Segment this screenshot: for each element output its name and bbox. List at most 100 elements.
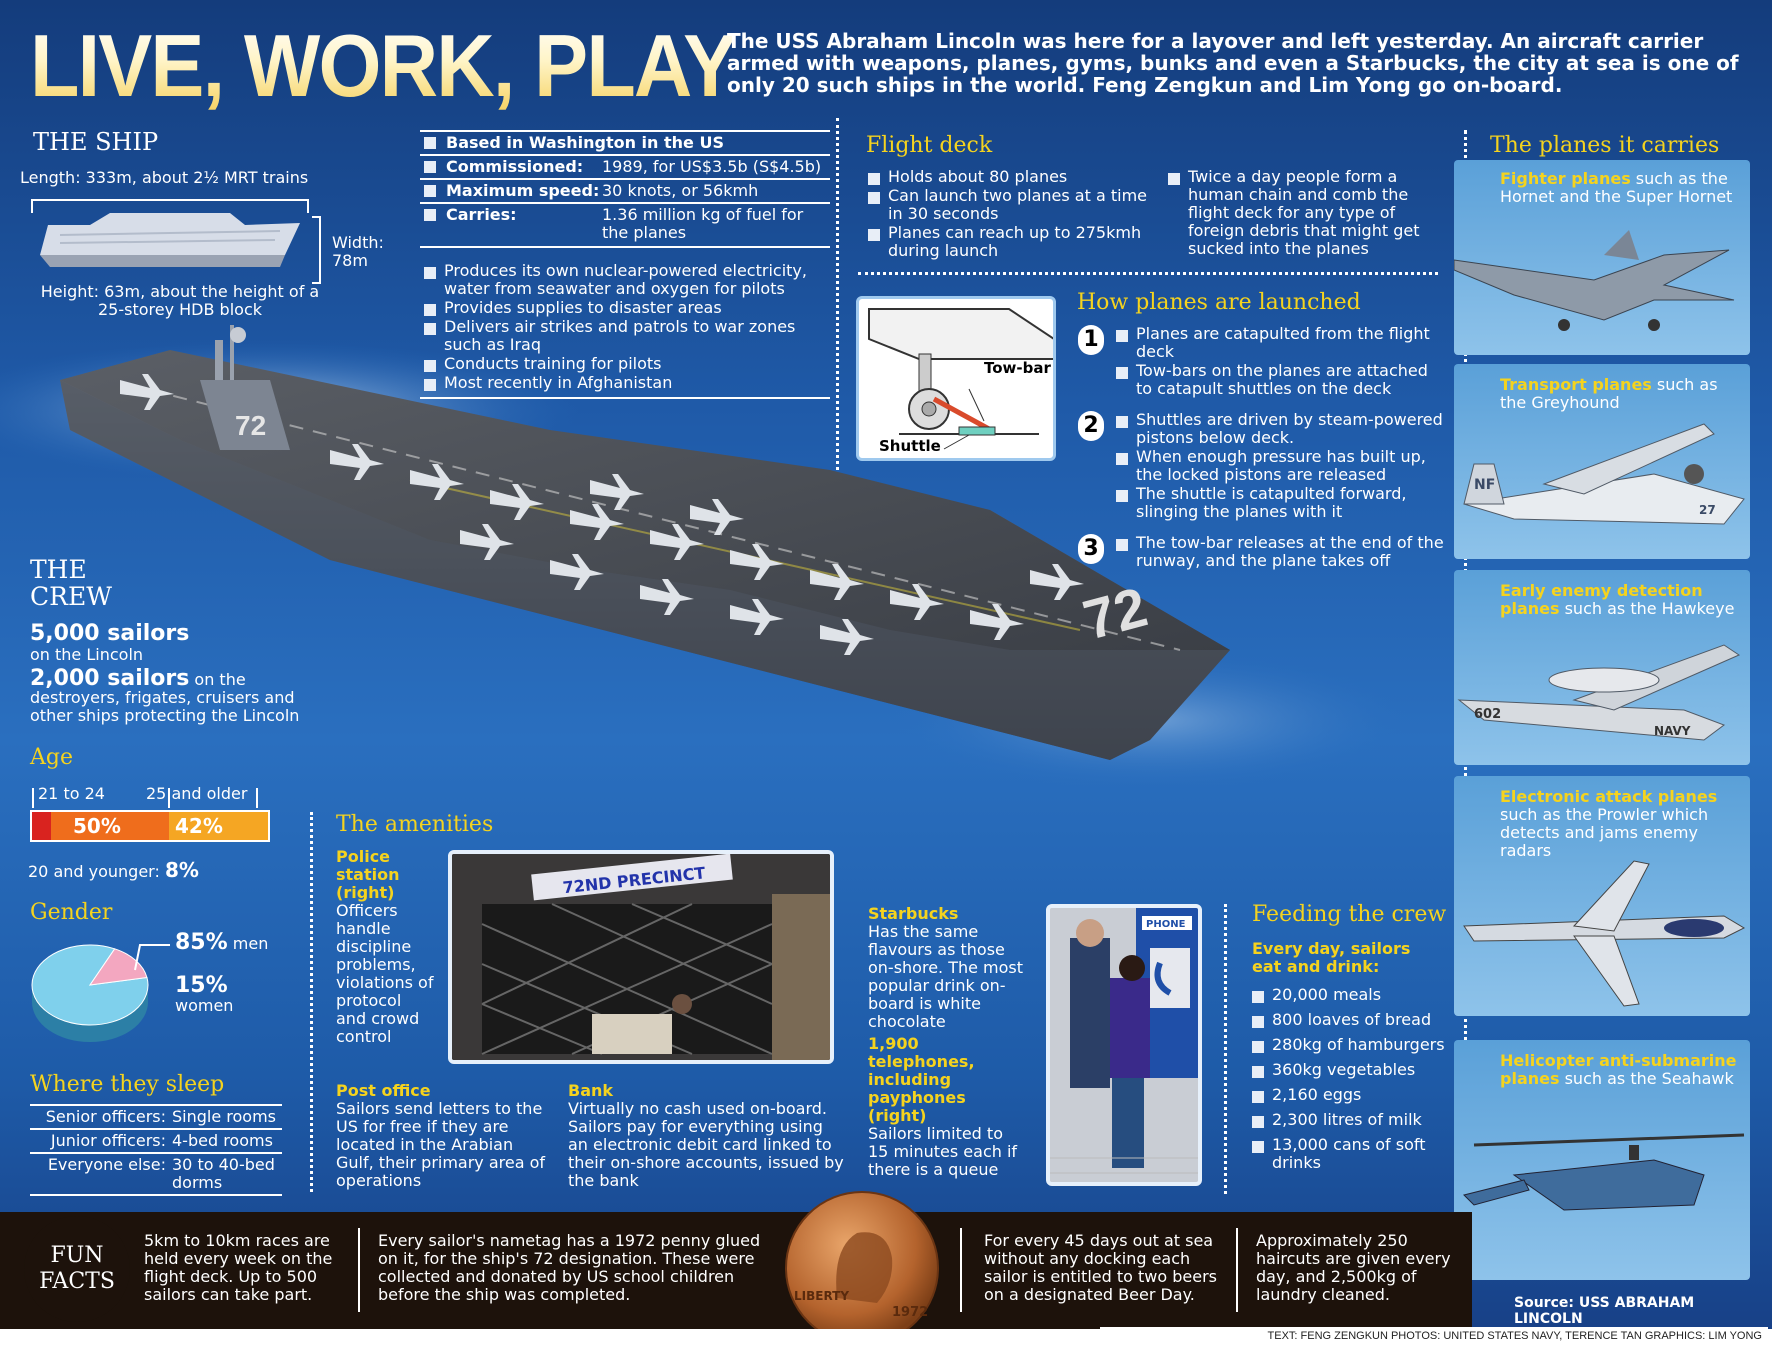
amenities-heading: The amenities: [336, 812, 494, 837]
aircraft-carrier-photo: 72 72: [60, 325, 1230, 760]
post-office-block: Post office Sailors send letters to the …: [336, 1082, 551, 1190]
flight-deck-heading: Flight deck: [866, 133, 993, 158]
capability-item: Produces its own nuclear-powered electri…: [424, 262, 830, 298]
starbucks-block: Starbucks Has the same flavours as those…: [868, 905, 1028, 1179]
pie-slice-women: [88, 948, 148, 986]
ship-width: Width: 78m: [332, 233, 384, 270]
gender-pie-chart: [31, 944, 149, 1042]
age-young-label: 20 and younger: 8%: [28, 858, 199, 882]
sleep-row: Senior officers:Single rooms: [30, 1105, 282, 1129]
age-label-25-plus: 25 and older: [146, 784, 248, 803]
payphones-photo: PHONE: [1046, 904, 1202, 1186]
feeding-list: 20,000 meals 800 loaves of bread 280kg o…: [1252, 986, 1452, 1179]
towbar-label: Tow-bar: [984, 359, 1051, 377]
telephones-title: 1,900 telephones, including payphones (r…: [868, 1034, 975, 1125]
capability-item: Provides supplies to disaster areas: [424, 299, 830, 317]
gender-leader-lines: [134, 944, 170, 971]
ship-facts: Based in Washington in the US Commission…: [420, 130, 830, 399]
age-bar-segment-under-21: [32, 812, 51, 840]
planes-heading: The planes it carries: [1490, 133, 1720, 158]
seahawk-helicopter-icon: [1463, 1133, 1745, 1211]
hawkeye-plane-icon: 602 NAVY: [1457, 644, 1741, 741]
fun-fact-item: Every sailor's nametag has a 1972 penny …: [378, 1231, 761, 1304]
penny-icon: LIBERTY 1972: [785, 1191, 939, 1334]
age-bar-segment-21-24: 50%: [51, 812, 169, 840]
transport-tail-code: NF: [1474, 477, 1495, 493]
crew-count-fleet: 2,000 sailors on the destroyers, frigate…: [30, 666, 300, 725]
feeding-subheading: Every day, sailors eat and drink:: [1252, 939, 1411, 976]
gender-men: 85% men: [175, 930, 269, 955]
bank-text: Virtually no cash used on-board. Sailors…: [568, 1099, 844, 1190]
crew-count-lincoln: 5,000 sailors: [30, 621, 190, 646]
plane-panel-seahawk: Helicopter anti-submarine planes such as…: [1454, 1040, 1750, 1327]
feeding-heading: Feeding the crew: [1252, 902, 1447, 927]
flight-deck-item: Planes can reach up to 275kmh during lau…: [868, 224, 1158, 260]
crew-counts: 5,000 sailors on the Lincoln 2,000 sailo…: [30, 622, 340, 725]
prowler-plane-icon: [1463, 860, 1746, 1007]
plane-panel-prowler: Electronic attack planes such as the Pro…: [1454, 776, 1750, 1016]
sleep-table: Senior officers:Single rooms Junior offi…: [30, 1104, 282, 1196]
island-hull-number: 72: [235, 410, 266, 441]
source-credit: Source: USS ABRAHAM LINCOLN: [1514, 1295, 1695, 1327]
landing-gear-icon: [868, 308, 1053, 450]
post-office-text: Sailors send letters to the US for free …: [336, 1099, 546, 1190]
fun-facts-bar: [0, 1212, 1472, 1329]
width-bracket-icon: [312, 216, 321, 284]
catapult-diagram: Tow-bar Shuttle: [856, 296, 1056, 461]
capability-item: Delivers air strikes and patrols to war …: [424, 318, 830, 354]
fighter-jet-icon: [1454, 230, 1735, 331]
divider: [836, 118, 839, 470]
transport-plane-icon: NF 27: [1463, 423, 1745, 525]
plane-panel-fighter: Fighter planes such as the Hornet and th…: [1454, 160, 1750, 355]
crew-heading: THE CREW: [30, 555, 112, 611]
flight-deck-item: Holds about 80 planes: [868, 168, 1158, 186]
sleep-heading: Where they sleep: [30, 1072, 225, 1097]
age-bar-segment-25-plus: 42%: [169, 812, 268, 840]
post-office-title: Post office: [336, 1081, 431, 1100]
starbucks-text: Has the same flavours as those on-shore.…: [868, 922, 1024, 1031]
bank-title: Bank: [568, 1081, 614, 1100]
feeding-item: 20,000 meals: [1252, 986, 1452, 1004]
sleep-row: Junior officers:4-bed rooms: [30, 1129, 282, 1153]
divider: [358, 1228, 360, 1312]
ship-fact-base: Based in Washington in the US: [420, 132, 830, 156]
launch-steps: 1 Planes are catapulted from the flight …: [1078, 325, 1450, 571]
feeding-item: 2,160 eggs: [1252, 1086, 1452, 1104]
plane-panel-transport: Transport planes such as the Greyhound N…: [1454, 364, 1750, 559]
credits: TEXT: FENG ZENGKUN PHOTOS: UNITED STATES…: [1100, 1327, 1768, 1345]
plane-panel-hawkeye: Early enemy detection planes such as the…: [1454, 570, 1750, 765]
ship-fact-speed: Maximum speed:30 knots, or 56kmh: [420, 180, 830, 204]
hawkeye-nose-code: 602: [1474, 707, 1501, 722]
feeding-item: 360kg vegetables: [1252, 1061, 1452, 1079]
age-heading: Age: [30, 745, 73, 770]
feeding-item: 800 loaves of bread: [1252, 1011, 1452, 1029]
sleep-row: Everyone else:30 to 40-bed dorms: [30, 1153, 282, 1195]
age-bar-chart: 50% 42%: [30, 788, 270, 842]
ship-capabilities: Produces its own nuclear-powered electri…: [420, 262, 830, 399]
penny-year-text: 1972: [892, 1305, 928, 1320]
feeding-item: 280kg of hamburgers: [1252, 1036, 1452, 1054]
flight-deck-item: Twice a day people form a human chain an…: [1168, 168, 1440, 258]
feeding-item: 13,000 cans of soft drinks: [1252, 1136, 1452, 1172]
divider: [1224, 904, 1227, 1194]
fun-fact-item: 5km to 10km races are held every week on…: [144, 1231, 333, 1304]
divider: [1236, 1228, 1238, 1312]
ship-silhouette-icon: [31, 199, 309, 267]
launch-step-3: 3 The tow-bar releases at the end of the…: [1078, 534, 1450, 571]
divider: [858, 272, 1438, 275]
age-label-21-24: 21 to 24: [38, 784, 105, 803]
flight-deck-list: Holds about 80 planes Can launch two pla…: [868, 168, 1158, 261]
ship-fact-carries: Carries:1.36 million kg of fuel for the …: [420, 204, 830, 246]
phone-sign: PHONE: [1146, 919, 1186, 930]
bank-block: Bank Virtually no cash used on-board. Sa…: [568, 1082, 844, 1190]
transport-nose-code: 27: [1699, 503, 1716, 517]
crew-count-lincoln-label: on the Lincoln: [30, 645, 144, 664]
deck-planes-group: [120, 374, 1084, 655]
page-title: LIVE, WORK, PLAY: [30, 16, 737, 115]
launch-step-1: 1 Planes are catapulted from the flight …: [1078, 325, 1450, 399]
gender-women: 15%women: [175, 973, 234, 1015]
shuttle-label: Shuttle: [879, 437, 941, 455]
fun-fact-item: Approximately 250 haircuts are given eve…: [1256, 1231, 1451, 1304]
feeding-item: 2,300 litres of milk: [1252, 1111, 1452, 1129]
